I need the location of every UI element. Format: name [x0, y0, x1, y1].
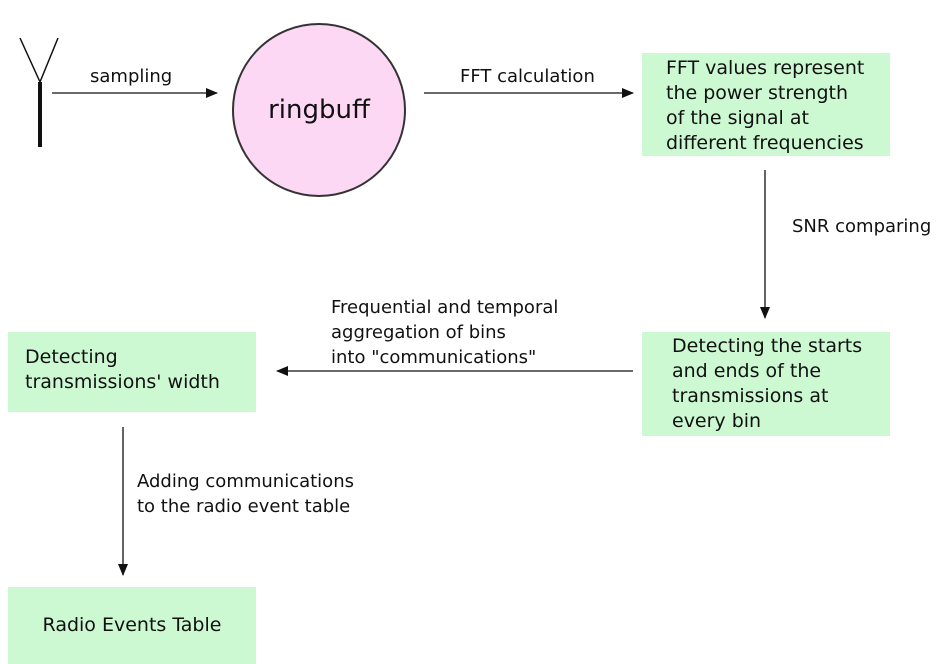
aggregation-label: Frequential and temporal aggregation of …: [331, 295, 558, 370]
fft-calculation-label: FFT calculation: [460, 66, 595, 87]
detect-width-box: Detecting transmissions' width: [8, 332, 256, 412]
ringbuff-node: ringbuff: [232, 23, 406, 197]
adding-line: Adding communications: [137, 471, 354, 492]
detect-width-line: transmissions' width: [25, 371, 220, 393]
fft-values-line: different frequencies: [666, 132, 864, 154]
detect-starts-line: and ends of the: [672, 360, 822, 382]
detect-starts-box: Detecting the starts and ends of the tra…: [642, 332, 890, 436]
fft-values-line: of the signal at: [666, 107, 809, 129]
adding-line: to the radio event table: [137, 496, 351, 517]
detect-starts-line: Detecting the starts: [672, 335, 863, 357]
detect-width-line: Detecting: [25, 346, 118, 368]
detect-starts-line: every bin: [672, 410, 762, 432]
radio-events-table-label: Radio Events Table: [42, 614, 222, 636]
sampling-label: sampling: [90, 66, 173, 87]
antenna-icon: [19, 37, 59, 147]
fft-values-line: FFT values represent: [666, 57, 865, 79]
ringbuff-label: ringbuff: [268, 95, 370, 125]
aggregation-line: Frequential and temporal: [331, 297, 559, 318]
fft-values-box: FFT values represent the power strength …: [642, 53, 890, 156]
detect-starts-line: transmissions at: [672, 385, 829, 407]
fft-values-line: the power strength: [666, 82, 849, 104]
adding-communications-label: Adding communications to the radio event…: [137, 469, 354, 519]
aggregation-line: aggregation of bins: [331, 322, 506, 343]
radio-events-table-box: Radio Events Table: [8, 587, 256, 664]
snr-comparing-label: SNR comparing: [792, 216, 932, 237]
aggregation-line: into "communications": [331, 347, 537, 368]
